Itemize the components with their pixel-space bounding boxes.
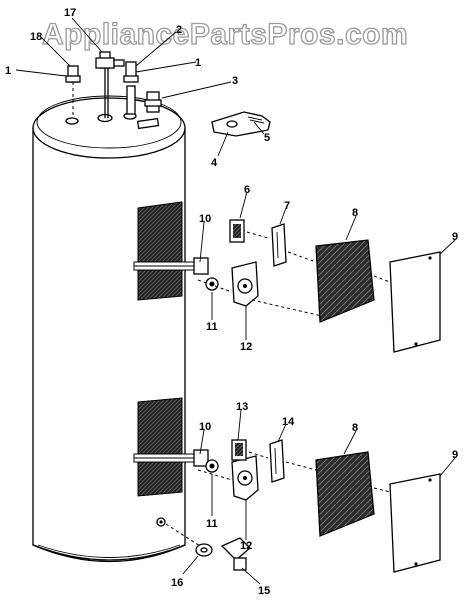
upper-insulation-dash (251, 299, 323, 317)
callout-2: 2 (176, 24, 182, 36)
callout-11-upper: 11 (206, 321, 218, 333)
dip-tube-fitting (123, 61, 139, 115)
upper-access-cover (389, 251, 441, 353)
relief-valve (95, 51, 125, 118)
upper-leader-dash (197, 279, 233, 293)
lower-heating-element (133, 449, 219, 473)
callout-17: 17 (64, 7, 76, 19)
callout-14: 14 (282, 416, 295, 428)
lower-bracket-dash (285, 461, 317, 471)
callout-9-upper: 9 (452, 231, 458, 243)
lower-access-opening (137, 397, 183, 497)
callout-6: 6 (244, 184, 250, 196)
callout-12-lower: 12 (240, 540, 252, 552)
callout-18: 18 (30, 31, 42, 43)
callout-1-right: 1 (195, 57, 201, 69)
callout-16: 16 (171, 577, 183, 589)
callout-labels: 1 18 17 2 1 3 4 5 6 7 8 9 10 11 12 13 14… (5, 7, 458, 597)
upper-access-opening (137, 201, 183, 301)
upper-heating-element (133, 257, 219, 291)
upper-insulation-pad (315, 239, 375, 323)
wire-cover-plate (211, 111, 271, 137)
callout-8-upper: 8 (352, 207, 358, 219)
lower-insulation-pad (315, 451, 375, 537)
nipple-fitting-left (65, 65, 81, 118)
anode-rod-fitting (144, 91, 162, 113)
callout-13: 13 (236, 401, 248, 413)
callout-9-lower: 9 (452, 449, 458, 461)
lower-thermostat (231, 439, 269, 501)
drain-valve-gasket (195, 543, 213, 557)
callout-12-upper: 12 (240, 341, 252, 353)
upper-cover-dash (373, 275, 391, 283)
upper-thermostat-bracket (271, 223, 287, 267)
drain-valve (165, 523, 251, 571)
watermark-text: AppliancePartsPros.com (42, 18, 408, 51)
callout-leaders (15, 17, 456, 585)
upper-thermostat (229, 219, 269, 307)
lower-access-cover (389, 473, 441, 573)
water-heater-tank (32, 95, 186, 563)
lower-cover-dash (373, 487, 391, 493)
callout-7: 7 (284, 200, 290, 212)
callout-11-lower: 11 (206, 518, 218, 530)
upper-bracket-dash (287, 251, 317, 263)
callout-4: 4 (211, 157, 218, 169)
lower-thermostat-bracket (269, 439, 285, 483)
callout-8-lower: 8 (352, 422, 358, 434)
callout-10-lower: 10 (199, 421, 211, 433)
callout-15: 15 (258, 585, 270, 597)
callout-5: 5 (264, 132, 270, 144)
callout-3: 3 (232, 75, 238, 87)
callout-1-left: 1 (5, 65, 11, 77)
callout-10-upper: 10 (199, 213, 211, 225)
